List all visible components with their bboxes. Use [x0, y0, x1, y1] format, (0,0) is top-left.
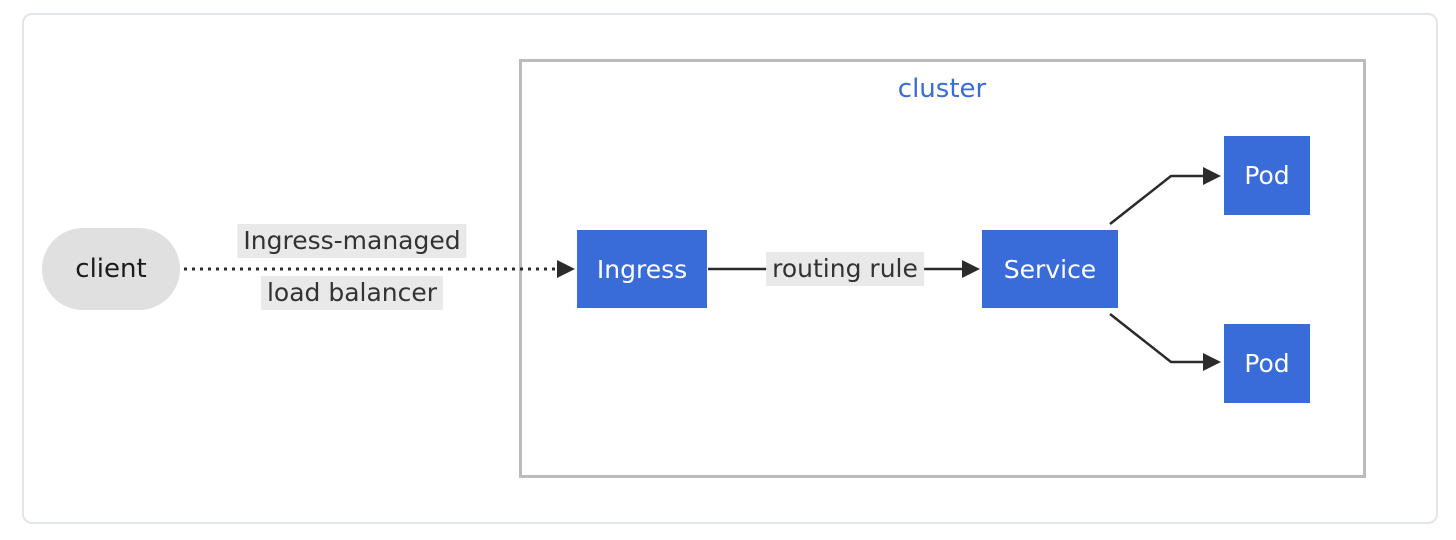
diagram-outer-frame: [22, 13, 1438, 524]
node-pod-1: Pod: [1224, 136, 1310, 215]
node-client-label: client: [75, 254, 147, 284]
edge-label-routing-rule: routing rule: [766, 252, 924, 286]
edge-label-load-balancer-line1: Ingress-managed: [237, 224, 467, 258]
cluster-label: cluster: [897, 74, 987, 104]
node-ingress: Ingress: [577, 230, 707, 308]
node-client: client: [42, 228, 180, 310]
node-ingress-label: Ingress: [596, 254, 688, 284]
edge-label-load-balancer-line2: load balancer: [260, 276, 444, 310]
node-pod-2-label: Pod: [1244, 349, 1290, 378]
node-service-label: Service: [1003, 254, 1097, 284]
node-service: Service: [982, 230, 1118, 308]
node-pod-2: Pod: [1224, 324, 1310, 403]
node-pod-1-label: Pod: [1244, 161, 1290, 190]
